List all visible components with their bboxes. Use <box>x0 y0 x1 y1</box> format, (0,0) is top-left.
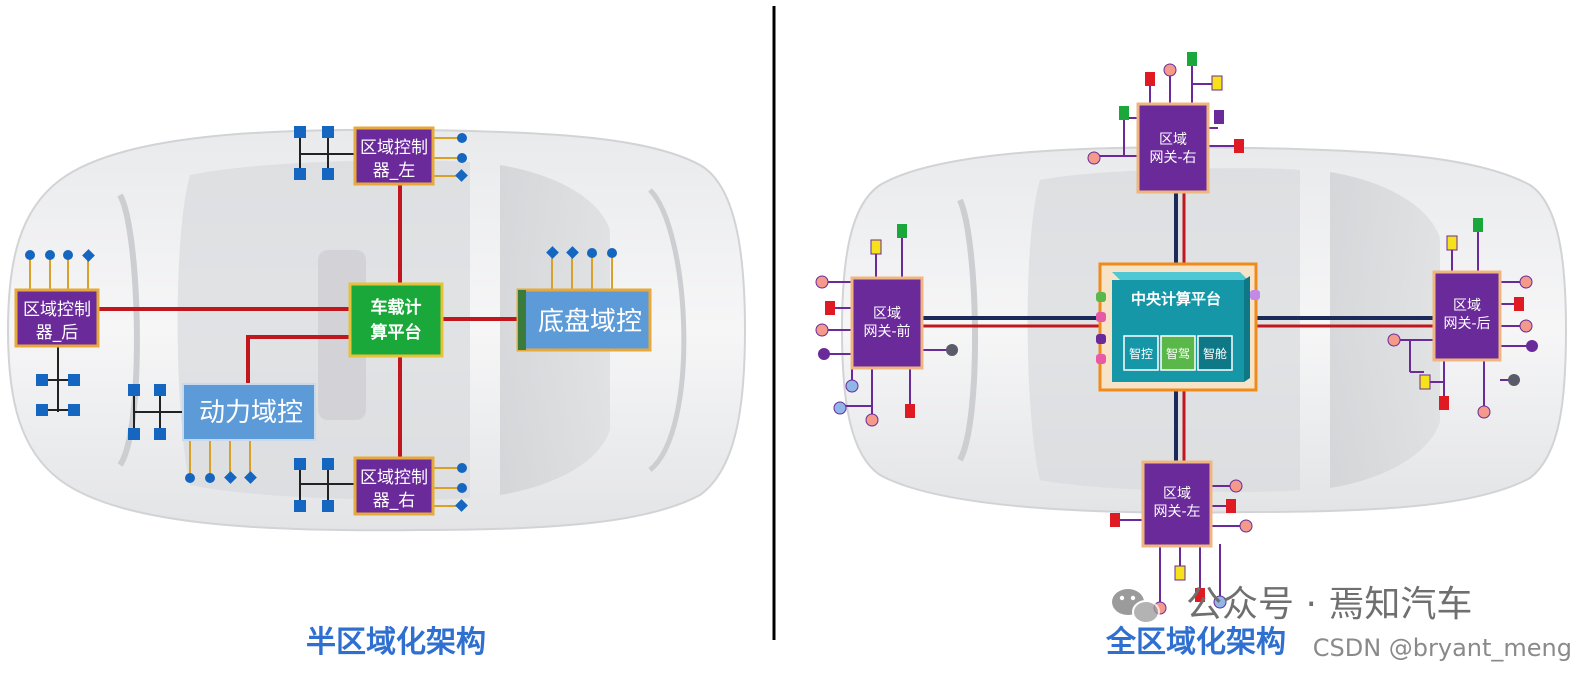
left-caption: 半区域化架构 <box>306 625 486 660</box>
sub-module-smart-cockpit <box>1197 335 1233 371</box>
zone-left-label-line2: 器_左 <box>373 161 416 181</box>
gateway-rear-line1: 区域 <box>1453 298 1481 314</box>
zone-right-label-line1: 区域控制 <box>360 468 428 488</box>
gateway-rear-line2: 网关-后 <box>1443 316 1490 332</box>
sub-module-label-1: 智驾 <box>1166 346 1190 361</box>
sub-module-smart-driving <box>1160 335 1196 371</box>
power-domain-controller: 动力域控 <box>182 383 316 441</box>
gateway-rear-peripherals <box>1387 218 1538 419</box>
gateway-right-peripherals <box>1087 52 1244 165</box>
wechat-watermark-text: 公众号 · 焉知汽车 <box>1186 584 1472 625</box>
left-architecture: 区域控制 器_左 区域控制 器_右 区域控制 器_后 车载计 算平台 底盘域控 <box>6 126 747 660</box>
sub-module-smart-control <box>1123 335 1159 371</box>
power-peripherals <box>128 384 257 484</box>
port-pink-2 <box>1096 354 1106 364</box>
gateway-front-peripherals <box>815 224 958 427</box>
left-bus-lines <box>98 184 518 458</box>
zone-controller-right: 区域控制 器_右 <box>353 456 435 516</box>
gateway-left: 区域 网关-左 <box>1141 460 1213 548</box>
zone-left-label-line1: 区域控制 <box>360 138 428 158</box>
compute-label-line1: 车载计 <box>371 297 422 318</box>
gateway-front: 区域 网关-前 <box>850 276 924 370</box>
zone-rear-label-line1: 区域控制 <box>23 300 91 320</box>
vehicle-compute-platform: 车载计 算平台 <box>348 282 444 358</box>
right-caption: 全区域化架构 <box>1105 625 1286 660</box>
gateway-right-line1: 区域 <box>1159 132 1187 148</box>
zone-right-peripherals <box>294 458 468 512</box>
zone-rear-peripherals <box>25 249 95 416</box>
compute-label-line2: 算平台 <box>370 322 422 343</box>
gateway-right-line2: 网关-右 <box>1149 150 1196 166</box>
right-architecture: 区域 网关-右 区域 网关-左 区域 网关-前 区域 网关-后 中央计算平台 <box>815 52 1568 660</box>
sub-module-label-0: 智控 <box>1129 346 1153 361</box>
port-green <box>1096 292 1106 302</box>
zone-controller-rear: 区域控制 器_后 <box>14 288 100 348</box>
port-purple <box>1096 334 1106 344</box>
gateway-front-line2: 网关-前 <box>863 323 910 340</box>
zone-controller-left: 区域控制 器_左 <box>353 126 435 186</box>
chassis-domain-controller: 底盘域控 <box>516 288 652 352</box>
port-pink <box>1096 312 1106 322</box>
zone-left-peripherals <box>294 126 468 182</box>
wechat-icon <box>1112 589 1160 624</box>
gateway-right: 区域 网关-右 <box>1136 102 1210 194</box>
gateway-rear: 区域 网关-后 <box>1432 270 1502 362</box>
right-bus-lines <box>922 192 1434 462</box>
central-compute-platform: 中央计算平台 智控 智驾 智舱 <box>1096 262 1260 392</box>
csdn-watermark: CSDN @bryant_meng <box>1313 634 1572 662</box>
gateway-front-line1: 区域 <box>873 306 901 322</box>
chassis-label: 底盘域控 <box>538 307 642 337</box>
gateway-left-line2: 网关-左 <box>1153 504 1200 520</box>
watermark-wechat: 公众号 · 焉知汽车 <box>1112 584 1472 625</box>
central-label: 中央计算平台 <box>1131 290 1221 308</box>
zone-right-label-line2: 器_右 <box>373 491 416 511</box>
power-label: 动力域控 <box>199 398 303 428</box>
zone-rear-label-line2: 器_后 <box>36 323 79 343</box>
port-lilac <box>1250 290 1260 300</box>
sub-module-label-2: 智舱 <box>1203 346 1227 361</box>
gateway-left-peripherals <box>1110 479 1253 615</box>
gateway-left-line1: 区域 <box>1163 486 1191 502</box>
